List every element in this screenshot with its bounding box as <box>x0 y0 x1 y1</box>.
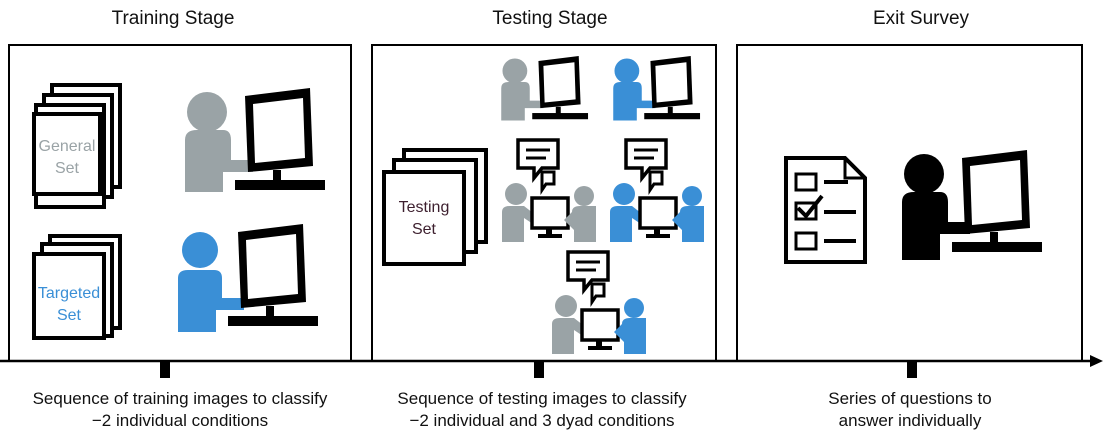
dyad-gray-gray-icon <box>502 138 596 242</box>
testing-set-label-line1: Testing <box>399 199 450 216</box>
checklist-icon <box>784 156 867 264</box>
general-set-label-line2: Set <box>55 160 80 177</box>
training-caption-line2: −2 individual conditions <box>91 411 269 430</box>
survey-caption-line2: answer individually <box>838 411 982 430</box>
survey-tick-marker <box>907 360 917 378</box>
training-caption-line1: Sequence of training images to classify <box>32 389 328 408</box>
testing-caption-line2: −2 individual and 3 dyad conditions <box>409 411 675 430</box>
training-tick-marker <box>160 360 170 378</box>
testing-tick-marker <box>534 360 544 378</box>
targeted-set-stack: Targeted Set <box>32 234 122 340</box>
general-set-label-line1: General <box>39 138 96 155</box>
testing-set-label-line2: Set <box>412 221 437 238</box>
targeted-set-label-line1: Targeted <box>38 285 100 302</box>
exit-survey-title: Exit Survey <box>872 8 970 29</box>
testing-caption-line1: Sequence of testing images to classify <box>397 389 687 408</box>
gray-person-at-computer-icon <box>185 88 325 192</box>
training-stage-box <box>8 44 352 362</box>
timeline-arrowhead <box>1090 355 1103 367</box>
black-person-at-computer-icon <box>902 150 1042 260</box>
training-caption: Sequence of training images to classify … <box>0 388 360 432</box>
testing-set-stack: Testing Set <box>382 148 488 266</box>
dyad-gray-blue-icon <box>552 250 646 354</box>
dyad-blue-blue-icon <box>610 138 704 242</box>
survey-caption-line1: Series of questions to <box>828 389 992 408</box>
testing-gray-individual-icon <box>501 56 589 121</box>
targeted-set-label-line2: Set <box>57 307 82 324</box>
testing-stage-title: Testing Stage <box>492 8 608 29</box>
testing-caption: Sequence of testing images to classify −… <box>362 388 722 432</box>
training-stage-title: Training Stage <box>111 8 235 29</box>
general-set-stack: General Set <box>32 83 122 209</box>
survey-caption: Series of questions to answer individual… <box>740 388 1080 432</box>
testing-blue-individual-icon <box>613 56 701 121</box>
blue-person-at-computer-icon <box>178 224 318 332</box>
